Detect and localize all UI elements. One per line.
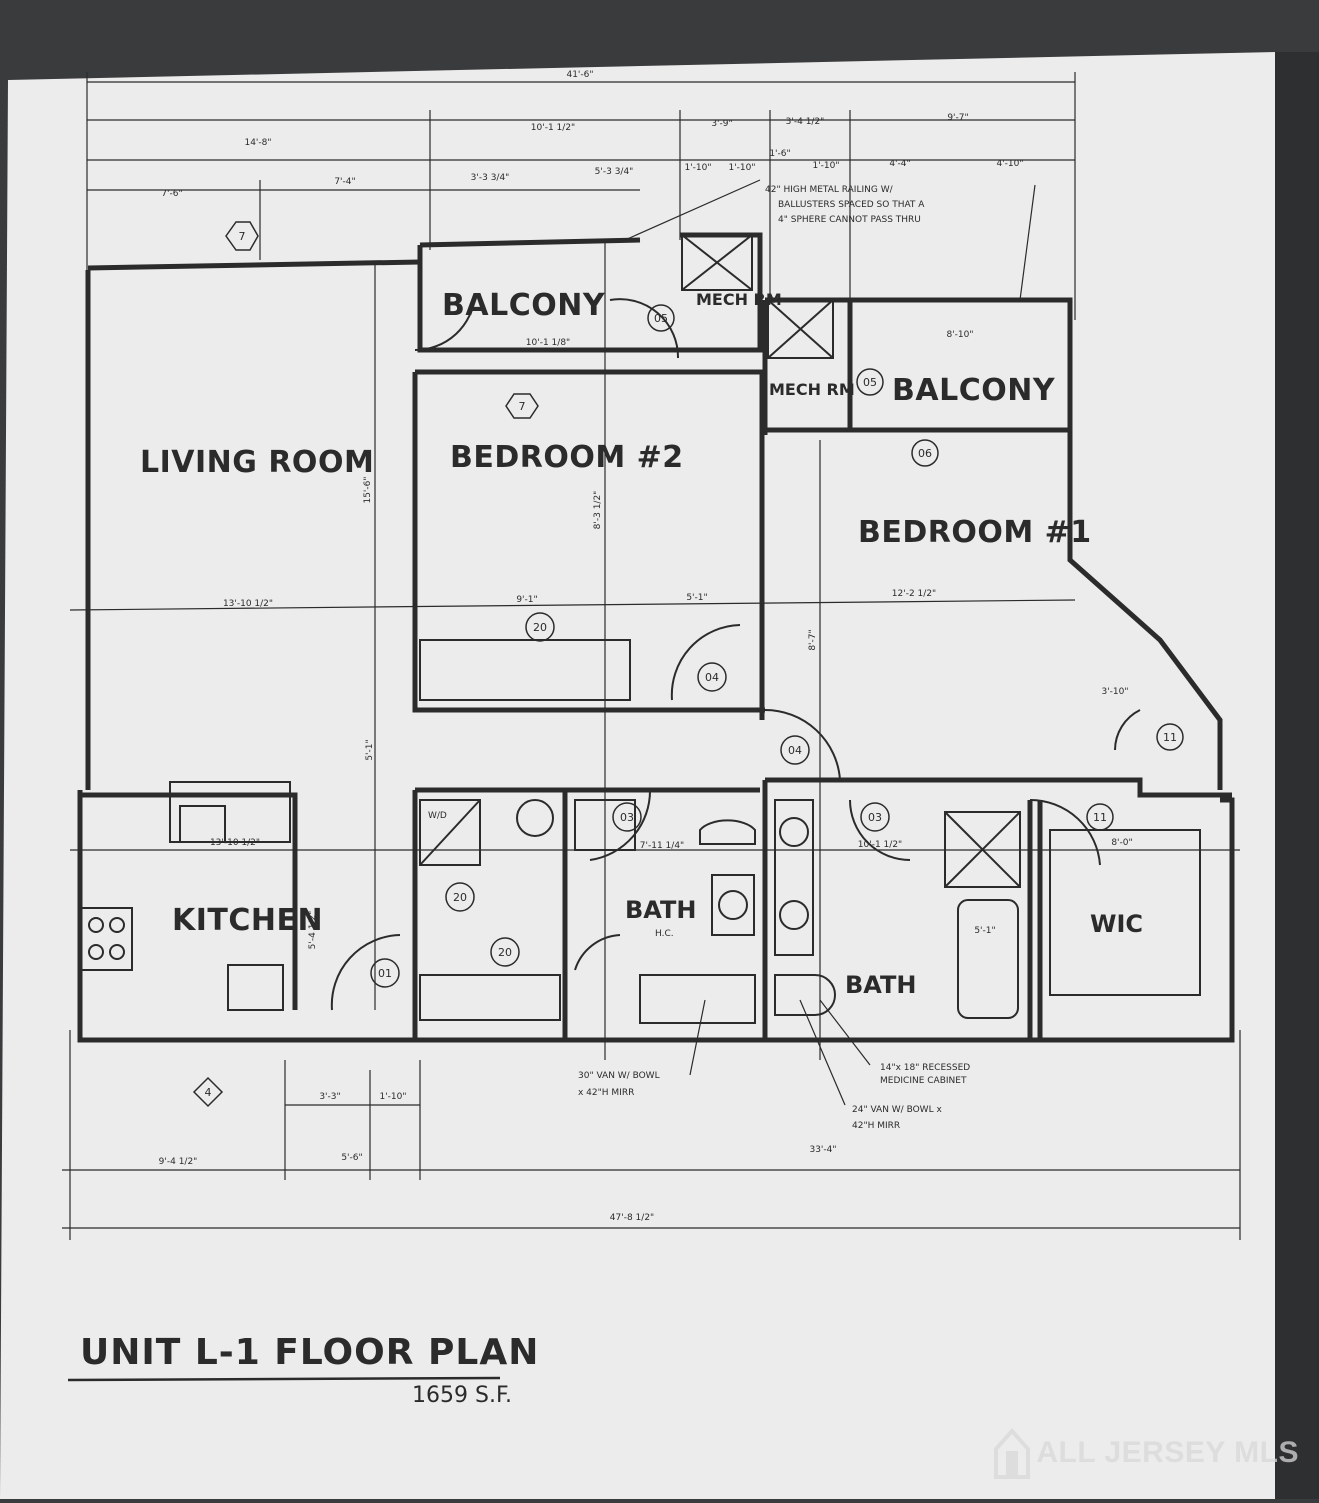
dimension-labels: 41'-6" 14'-8" 10'-1 1/2" 3'-9" 3'-4 1/2"… xyxy=(159,70,1133,1223)
room-bedroom-2: BEDROOM #2 xyxy=(450,440,684,475)
svg-text:14'-8": 14'-8" xyxy=(244,138,271,148)
railing-note: 42" HIGH METAL RAILING W/ BALLUSTERS SPA… xyxy=(765,185,925,225)
svg-text:12'-2 1/2": 12'-2 1/2" xyxy=(892,589,936,599)
tag-06: 06 xyxy=(918,447,932,460)
svg-text:47'-8 1/2": 47'-8 1/2" xyxy=(610,1213,654,1223)
svg-text:10'-1 1/2": 10'-1 1/2" xyxy=(531,123,575,133)
room-mech-right: MECH RM xyxy=(769,380,855,399)
title-block: UNIT L-1 FLOOR PLAN 1659 S.F. xyxy=(67,1332,539,1408)
room-balcony-left: BALCONY xyxy=(442,288,606,323)
fixtures xyxy=(79,234,1201,1024)
svg-text:7'-4": 7'-4" xyxy=(334,177,355,187)
tag-20c: 20 xyxy=(498,946,512,959)
svg-text:3'-9": 3'-9" xyxy=(711,119,732,129)
room-balcony-right: BALCONY xyxy=(892,373,1056,408)
medicine-cabinet-note: 14"x 18" RECESSED MEDICINE CABINET xyxy=(880,1063,970,1086)
svg-text:4'-4": 4'-4" xyxy=(889,159,910,169)
svg-text:3'-3 3/4": 3'-3 3/4" xyxy=(471,173,510,183)
svg-text:8'-7": 8'-7" xyxy=(808,629,818,650)
svg-text:3'-4 1/2": 3'-4 1/2" xyxy=(786,117,825,127)
svg-text:15'-6": 15'-6" xyxy=(363,476,373,503)
svg-text:41'-6": 41'-6" xyxy=(566,70,593,80)
tag-11b: 11 xyxy=(1093,811,1107,824)
svg-text:3'-10": 3'-10" xyxy=(1101,687,1128,697)
svg-text:7'-11 1/4": 7'-11 1/4" xyxy=(640,841,684,851)
room-bedroom-1: BEDROOM #1 xyxy=(858,515,1092,550)
svg-text:7'-6": 7'-6" xyxy=(161,189,182,199)
svg-text:14"x 18" RECESSED: 14"x 18" RECESSED xyxy=(880,1063,970,1073)
svg-text:42"H MIRR: 42"H MIRR xyxy=(852,1121,900,1131)
svg-text:MEDICINE CABINET: MEDICINE CABINET xyxy=(880,1076,967,1086)
tag-03b: 03 xyxy=(868,811,882,824)
svg-text:5'-4 1/2": 5'-4 1/2" xyxy=(308,911,318,950)
svg-text:9'-1": 9'-1" xyxy=(516,595,537,605)
svg-text:1'-10": 1'-10" xyxy=(379,1092,406,1102)
svg-text:5'-1": 5'-1" xyxy=(365,739,375,760)
svg-text:4'-10": 4'-10" xyxy=(996,159,1023,169)
svg-text:13'-10 1/2": 13'-10 1/2" xyxy=(210,838,260,848)
tag-04b: 04 xyxy=(788,744,802,757)
vanity-30-note: 30" VAN W/ BOWL x 42"H MIRR xyxy=(578,1071,660,1098)
svg-text:10'-1 1/2": 10'-1 1/2" xyxy=(858,840,902,850)
svg-text:5'-1": 5'-1" xyxy=(686,593,707,603)
tag-04a: 04 xyxy=(705,671,719,684)
room-wic: WIC xyxy=(1090,910,1143,938)
room-bath-hc: BATH xyxy=(625,896,696,924)
svg-text:24" VAN W/ BOWL x: 24" VAN W/ BOWL x xyxy=(852,1105,942,1115)
room-mech-left: MECH RM xyxy=(696,290,782,309)
svg-text:42" HIGH METAL RAILING W/: 42" HIGH METAL RAILING W/ xyxy=(765,185,894,195)
tag-05a: 05 xyxy=(654,312,668,325)
svg-text:x 42"H MIRR: x 42"H MIRR xyxy=(578,1088,634,1098)
plan-area: 1659 S.F. xyxy=(412,1383,512,1408)
dimension-lines xyxy=(62,72,1241,1240)
vanity-24-note: 24" VAN W/ BOWL x 42"H MIRR xyxy=(852,1105,942,1131)
tag-20b: 20 xyxy=(453,891,467,904)
tag-01: 01 xyxy=(378,967,392,980)
paper xyxy=(0,52,1312,1499)
dark-edge xyxy=(1275,52,1319,1499)
svg-text:30" VAN W/ BOWL: 30" VAN W/ BOWL xyxy=(578,1071,660,1081)
tag-4: 4 xyxy=(205,1086,212,1099)
svg-text:8'-3 1/2": 8'-3 1/2" xyxy=(593,491,603,530)
svg-text:BALLUSTERS SPACED SO THAT A: BALLUSTERS SPACED SO THAT A xyxy=(778,200,925,210)
watermark-text: ALL JERSEY MLS xyxy=(1036,1436,1299,1469)
svg-text:13'-10 1/2": 13'-10 1/2" xyxy=(223,599,273,609)
plan-title: UNIT L-1 FLOOR PLAN xyxy=(80,1332,539,1373)
room-kitchen: KITCHEN xyxy=(172,903,323,938)
door-tag-labels: 7 7 4 05 05 06 20 20 20 04 04 03 03 01 1… xyxy=(205,230,1178,1099)
tag-7a: 7 xyxy=(239,230,246,243)
house-icon xyxy=(994,1427,1031,1479)
svg-text:33'-4": 33'-4" xyxy=(809,1145,836,1155)
tag-7b: 7 xyxy=(519,400,526,413)
svg-text:9'-4 1/2": 9'-4 1/2" xyxy=(159,1157,198,1167)
svg-text:1'-10": 1'-10" xyxy=(684,163,711,173)
svg-text:5'-3 3/4": 5'-3 3/4" xyxy=(595,167,634,177)
svg-text:5'-6": 5'-6" xyxy=(341,1153,362,1163)
tag-03a: 03 xyxy=(620,811,634,824)
svg-text:3'-3": 3'-3" xyxy=(319,1092,340,1102)
room-bath-2: BATH xyxy=(845,971,916,999)
mls-watermark: ALL JERSEY MLS xyxy=(994,1427,1299,1479)
svg-text:10'-1 1/8": 10'-1 1/8" xyxy=(526,338,570,348)
svg-text:1'-6": 1'-6" xyxy=(769,149,790,159)
tag-11a: 11 xyxy=(1163,731,1177,744)
svg-text:1'-10": 1'-10" xyxy=(812,161,839,171)
svg-text:1'-10": 1'-10" xyxy=(728,163,755,173)
tag-20a: 20 xyxy=(533,621,547,634)
door-tags xyxy=(192,221,1184,1108)
svg-text:9'-7": 9'-7" xyxy=(947,113,968,123)
svg-text:5'-1": 5'-1" xyxy=(974,926,995,936)
room-wd: W/D xyxy=(428,811,447,821)
room-bath-hc-sub: H.C. xyxy=(655,929,674,939)
svg-text:8'-0": 8'-0" xyxy=(1111,838,1132,848)
tag-05b: 05 xyxy=(863,376,877,389)
svg-text:8'-10": 8'-10" xyxy=(946,330,973,340)
svg-text:4" SPHERE CANNOT PASS THRU: 4" SPHERE CANNOT PASS THRU xyxy=(778,215,921,225)
room-living-room: LIVING ROOM xyxy=(140,445,374,480)
